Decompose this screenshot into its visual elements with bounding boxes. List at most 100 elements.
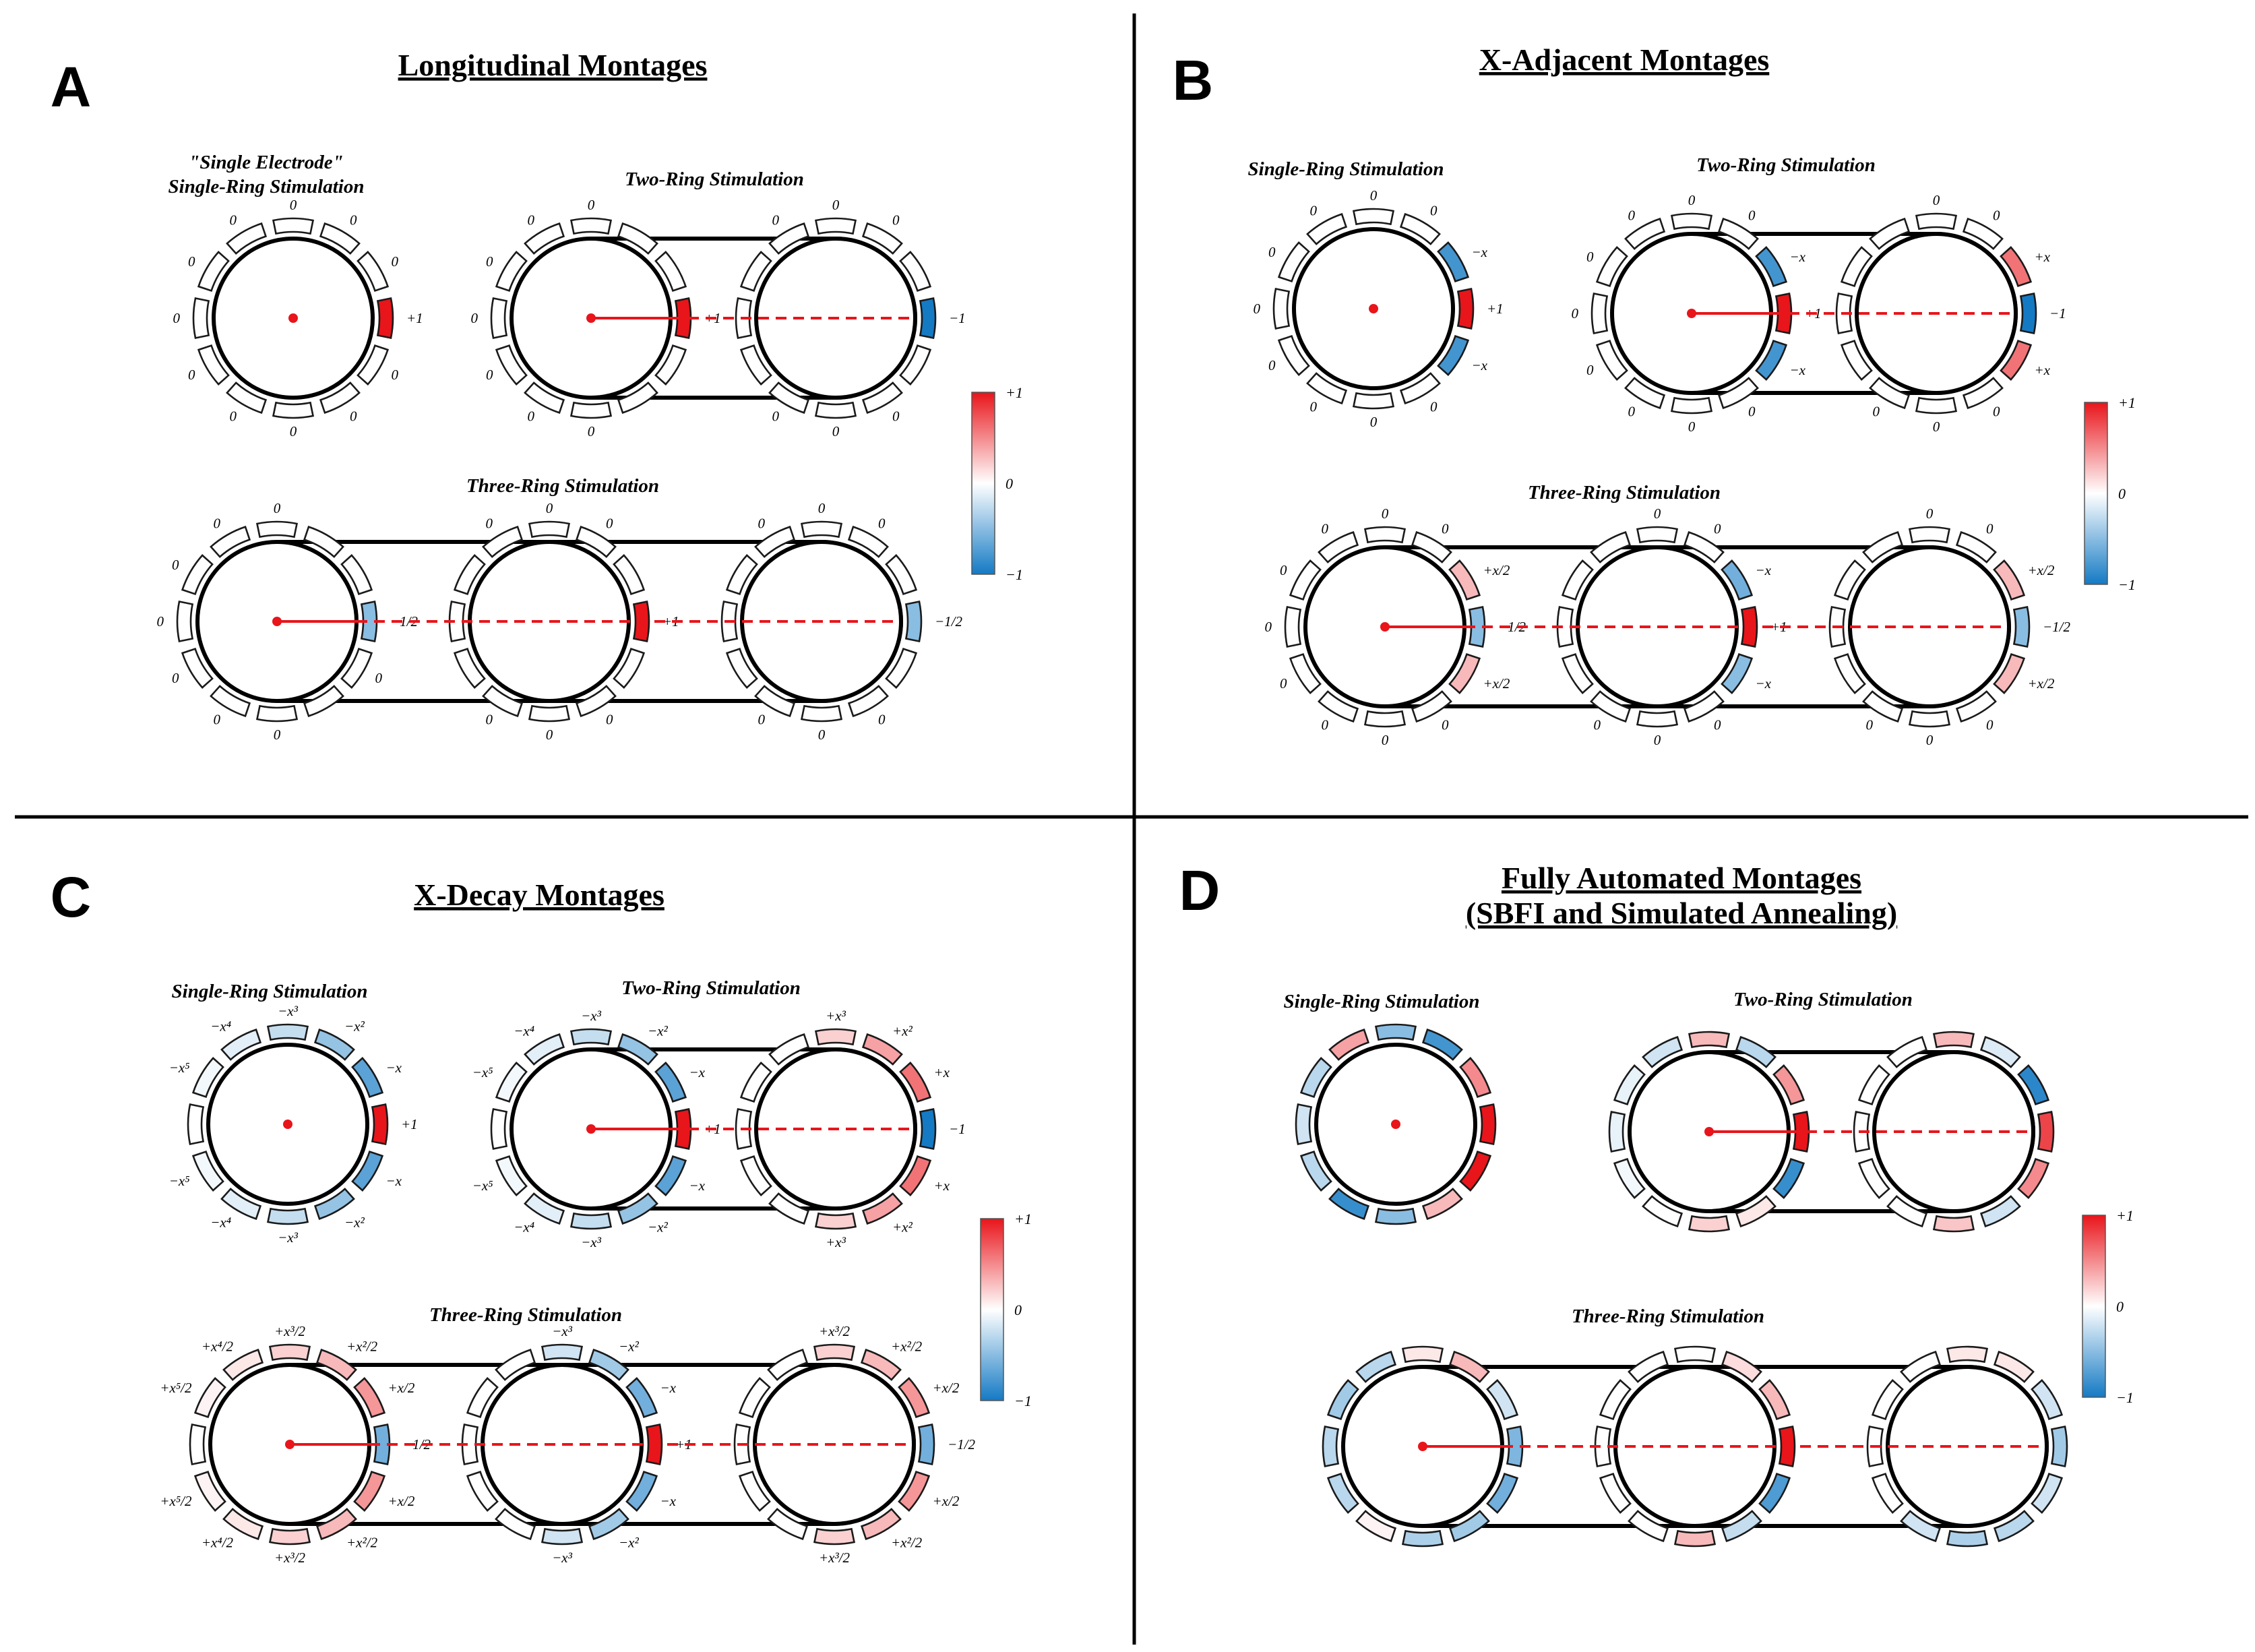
target-point	[1391, 1120, 1400, 1129]
electrode-segment	[351, 1057, 384, 1099]
segment-weight-label: −1/2	[2043, 619, 2071, 635]
segment-weight-label: −x⁴	[210, 1018, 231, 1035]
electrode-segment	[319, 222, 361, 255]
segment-weight-label: 0	[588, 197, 595, 213]
electrode-segment	[625, 1377, 658, 1419]
electrode-segment	[1374, 1207, 1417, 1225]
electrode-segment	[754, 685, 796, 718]
panel-title: X-Adjacent Montages	[1479, 42, 1770, 77]
segment-weight-label: 0	[290, 197, 297, 213]
segment-weight-label: +x²/2	[891, 1339, 923, 1355]
segment-weight-label: −x³	[581, 1008, 601, 1024]
segment-weight-label: −x	[689, 1177, 706, 1194]
electrode-segment	[1363, 526, 1407, 544]
segment-weight-label: 0	[1370, 414, 1378, 430]
segment-weight-label: +x/2	[2028, 562, 2055, 578]
segment-weight-label: 0	[1586, 362, 1594, 378]
electrode-segment	[176, 600, 194, 643]
electrode-segment	[847, 525, 889, 558]
segment-weight-label: +x⁴/2	[202, 1339, 234, 1355]
electrode-segment	[461, 1423, 479, 1466]
segment-weight-label: 0	[1322, 521, 1329, 537]
electrode-segment	[272, 401, 315, 419]
segment-weight-label: 0	[832, 423, 840, 439]
electrode-segment	[189, 1423, 207, 1466]
electrode-segment	[1833, 652, 1866, 694]
electrode-segment	[1774, 292, 1793, 335]
montage-1-ring: "Single Electrode"Single-Ring Stimulatio…	[168, 152, 423, 439]
montage-title: Single-Ring Stimulation	[1284, 991, 1480, 1012]
electrode-segment	[1721, 1510, 1762, 1543]
electrode-segment	[768, 381, 810, 415]
electrode-segment	[222, 1348, 264, 1381]
electrode-ring	[1295, 1023, 1497, 1225]
electrode-segment	[860, 1508, 902, 1541]
segment-weight-label: 0	[274, 500, 281, 516]
segment-weight-label: 0	[758, 516, 766, 532]
electrode-segment	[800, 520, 843, 539]
segment-weight-label: 0	[832, 197, 840, 213]
segment-weight-label: −x²	[619, 1339, 639, 1355]
electrode-segment	[1289, 559, 1322, 601]
electrode-segment	[569, 1028, 613, 1046]
segment-weight-label: 0	[546, 727, 553, 743]
colorbar-min-label: −1	[2116, 1389, 2134, 1406]
electrode-segment	[1758, 1472, 1791, 1514]
electrode-segment	[1318, 690, 1359, 723]
electrode-segment	[898, 1470, 931, 1512]
electrode-segment	[353, 1470, 386, 1512]
segment-weight-label: +x³/2	[819, 1323, 851, 1339]
electrode-segment	[315, 1508, 357, 1541]
electrode-segment	[357, 251, 390, 293]
segment-weight-label: +x³/2	[274, 1550, 306, 1566]
electrode-segment	[528, 704, 571, 723]
segment-weight-label: −x²	[619, 1535, 639, 1551]
electrode-segment	[524, 381, 565, 415]
segment-weight-label: 0	[1268, 244, 1276, 260]
electrode-segment	[919, 1107, 937, 1151]
segment-weight-label: +x³	[826, 1234, 846, 1250]
segment-weight-label: 0	[188, 253, 195, 270]
electrode-segment	[767, 1348, 809, 1381]
segment-weight-label: 0	[1268, 357, 1276, 373]
montage-title: "Single Electrode"	[189, 152, 344, 173]
electrode-segment	[800, 704, 843, 723]
electrode-segment	[919, 297, 937, 340]
electrode-segment	[861, 1033, 903, 1066]
segment-weight-label: 0	[230, 212, 237, 228]
electrode-segment	[1561, 559, 1594, 601]
electrode-segment	[569, 1212, 613, 1230]
colorbar-mid-label: 0	[2118, 485, 2126, 502]
electrode-segment	[1448, 1350, 1490, 1383]
segment-weight-label: 0	[274, 727, 281, 743]
electrode-segment	[1772, 1157, 1805, 1199]
electrode-segment	[1683, 530, 1725, 563]
electrode-segment	[226, 381, 268, 415]
electrode-segment	[674, 1107, 692, 1151]
segment-weight-label: 0	[486, 516, 493, 532]
electrode-segment	[1946, 1345, 1989, 1364]
electrode-segment	[1857, 1157, 1890, 1199]
electrode-segment	[268, 1343, 311, 1362]
electrode-segment	[540, 1343, 584, 1362]
electrode-segment	[1437, 241, 1470, 283]
segment-weight-label: 0	[892, 408, 900, 425]
electrode-segment	[495, 1348, 536, 1381]
electrode-segment	[917, 1423, 935, 1466]
segment-weight-label: 0	[1933, 419, 1940, 435]
segment-weight-label: 0	[1310, 399, 1318, 415]
electrode-segment	[1599, 1472, 1632, 1514]
segment-weight-label: 0	[1430, 399, 1438, 415]
segment-weight-label: +1	[1487, 301, 1504, 317]
electrode-segment	[1322, 1425, 1340, 1468]
segment-weight-label: 0	[546, 500, 553, 516]
segment-weight-label: −x²	[648, 1219, 668, 1235]
segment-weight-label: 0	[1280, 562, 1287, 578]
segment-weight-label: 0	[818, 727, 826, 743]
electrode-segment	[613, 647, 646, 689]
panel-title: (SBFI and Simulated Annealing)	[1466, 896, 1897, 930]
electrode-segment	[193, 1470, 226, 1512]
electrode-segment	[1955, 530, 1997, 563]
electrode-segment	[569, 217, 613, 235]
electrode-segment	[1862, 690, 1904, 723]
